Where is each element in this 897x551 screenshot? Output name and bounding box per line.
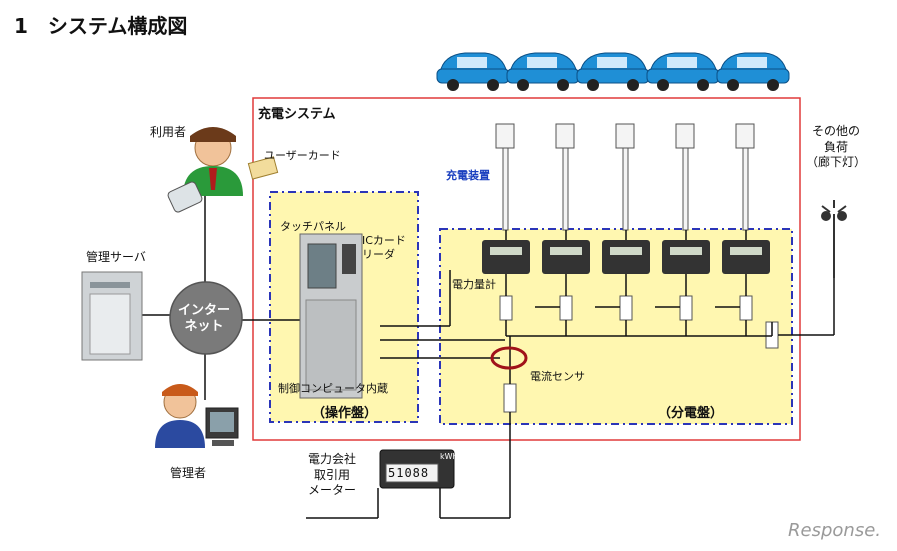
- control-computer-label: 制御コンピュータ内蔵: [278, 382, 388, 395]
- administrator-icon: [155, 384, 239, 448]
- car: [716, 52, 790, 91]
- car: [646, 52, 720, 91]
- internet-label: インター ネット: [178, 303, 231, 335]
- chargers: [495, 123, 755, 231]
- breaker: [503, 383, 517, 413]
- user-label: 利用者: [150, 125, 187, 139]
- meter-unit: kWh: [440, 452, 458, 461]
- meter-reading: 51088: [388, 466, 430, 480]
- user-card-icon: [247, 156, 279, 180]
- other-loads-label: その他の 負荷 （廊下灯）: [806, 124, 867, 170]
- management-server-label: 管理サーバ: [86, 250, 146, 264]
- breakers: [499, 295, 779, 413]
- charger-post: [495, 123, 515, 231]
- charger-post: [555, 123, 575, 231]
- ic-card-reader-label: ICカード リーダ: [362, 234, 406, 262]
- charger-label: 充電装置: [446, 169, 490, 182]
- breaker: [679, 295, 693, 321]
- charger-post: [615, 123, 635, 231]
- utility-meter: [379, 449, 455, 489]
- breaker: [619, 295, 633, 321]
- car: [436, 52, 510, 91]
- user-person-icon: [167, 127, 243, 213]
- response-watermark: Response.: [788, 520, 881, 541]
- distribution-board-label: （分電盤）: [658, 406, 724, 421]
- power-meter: [722, 240, 770, 274]
- page-title: 1 システム構成図: [14, 14, 188, 38]
- power-meter: [542, 240, 590, 274]
- electric-cars: [436, 52, 790, 91]
- car: [506, 52, 580, 91]
- breaker: [739, 295, 753, 321]
- charger-post: [735, 123, 755, 231]
- power-meter-label: 電力量計: [452, 278, 496, 291]
- server-icon: [81, 271, 143, 361]
- breaker: [559, 295, 573, 321]
- power-meter: [662, 240, 710, 274]
- breaker: [499, 295, 513, 321]
- utility-meter-label: 電力会社 取引用 メーター: [308, 452, 357, 498]
- charging-system-label: 充電システム: [258, 107, 336, 122]
- current-sensor-ring: [490, 346, 528, 370]
- touch-panel-label: タッチパネル: [280, 220, 346, 233]
- administrator-label: 管理者: [170, 466, 207, 480]
- operation-panel-label: （操作盤）: [312, 406, 378, 421]
- power-meter: [602, 240, 650, 274]
- internet-globe: [169, 281, 243, 355]
- charging-system-border: [252, 97, 801, 441]
- street-lamp-icon: [821, 200, 847, 278]
- power-meter: [482, 240, 530, 274]
- charger-post: [675, 123, 695, 231]
- wiring: [140, 195, 835, 519]
- power-meters: [482, 240, 770, 274]
- car: [576, 52, 650, 91]
- current-sensor-label: 電流センサ: [530, 370, 585, 383]
- user-card-label: ユーザーカード: [264, 149, 341, 162]
- kiosk-terminal: [299, 233, 363, 399]
